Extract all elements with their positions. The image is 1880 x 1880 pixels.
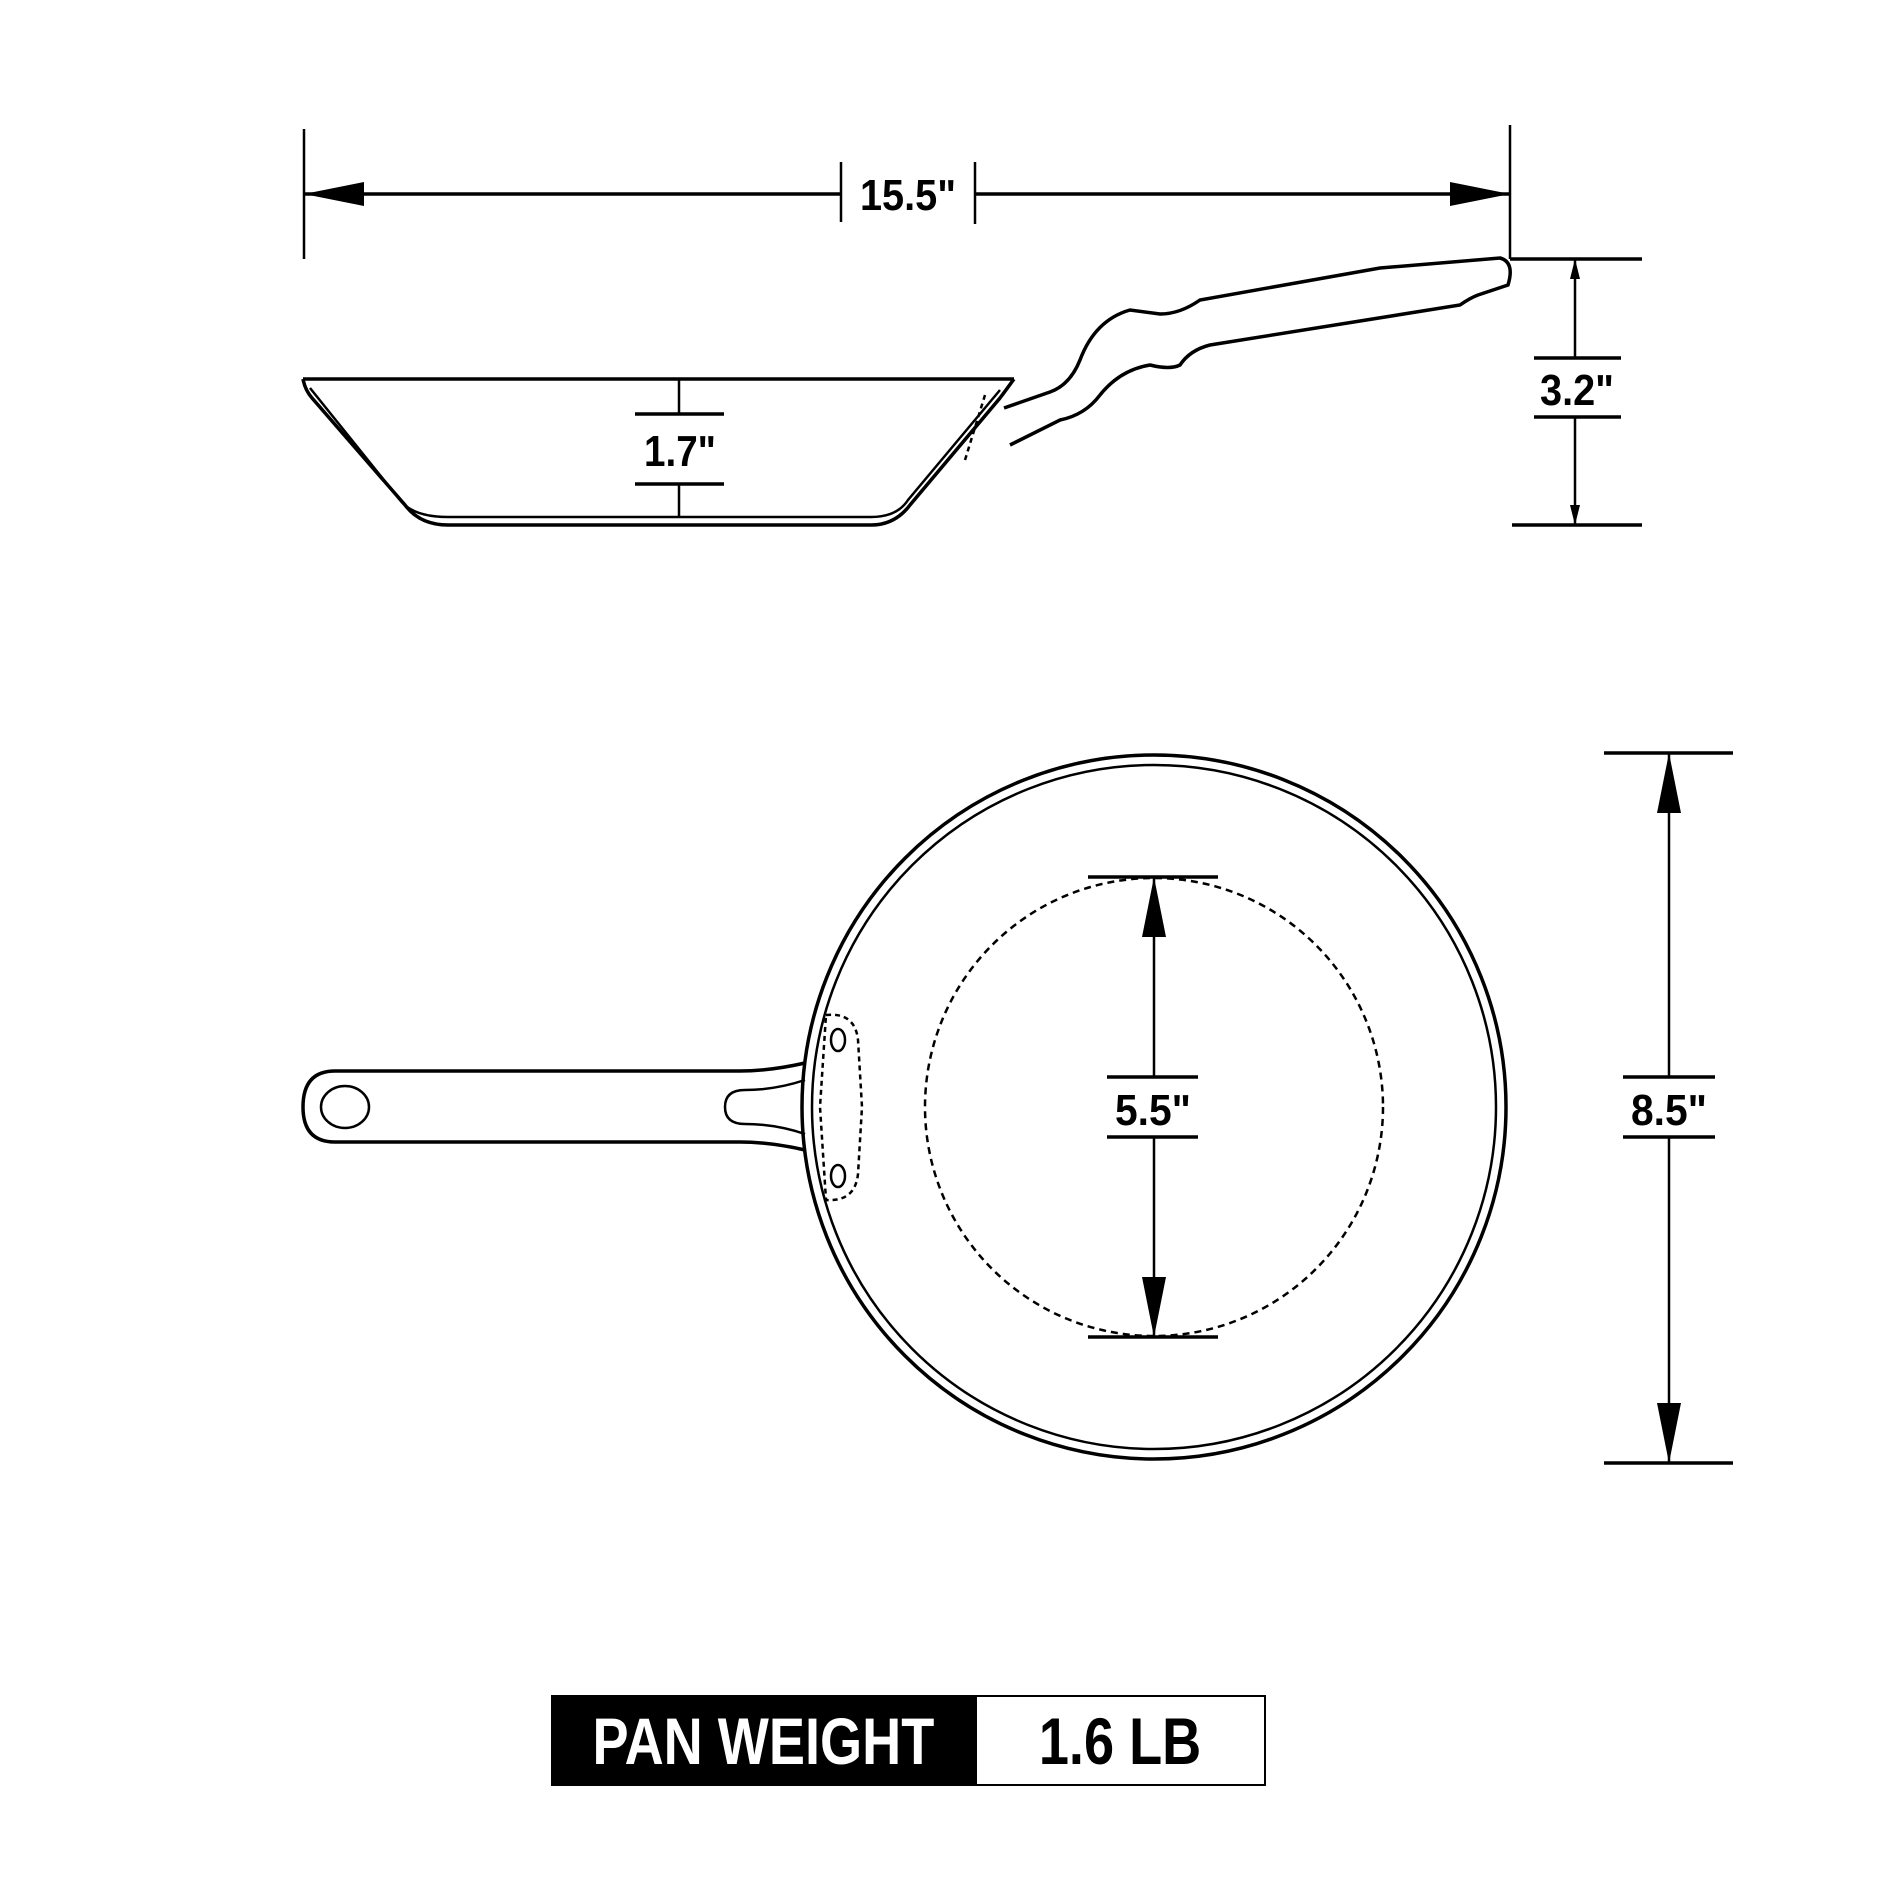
pan-weight-label-cell: PAN WEIGHT [551, 1695, 975, 1786]
length-label: 15.5" [860, 171, 956, 220]
cooking-surface-label: 5.5" [1115, 1086, 1191, 1135]
top-view-pan [301, 753, 1508, 1461]
pan-weight-label: PAN WEIGHT [592, 1703, 934, 1778]
pan-weight-value: 1.6 LB [1039, 1703, 1202, 1778]
diameter-label: 8.5" [1631, 1086, 1707, 1135]
depth-dimension: 1.7" [635, 379, 724, 517]
cooking-surface-dimension: 5.5" [1088, 875, 1218, 1339]
height-dimension: 3.2" [1510, 257, 1642, 527]
length-dimension: 15.5" [302, 125, 1512, 259]
height-label: 3.2" [1540, 366, 1614, 415]
diameter-dimension: 8.5" [1604, 751, 1733, 1465]
pan-weight-box: PAN WEIGHT 1.6 LB [551, 1695, 1266, 1786]
side-view-pan [301, 256, 1512, 527]
pan-weight-value-cell: 1.6 LB [975, 1695, 1266, 1786]
depth-label: 1.7" [644, 427, 716, 476]
